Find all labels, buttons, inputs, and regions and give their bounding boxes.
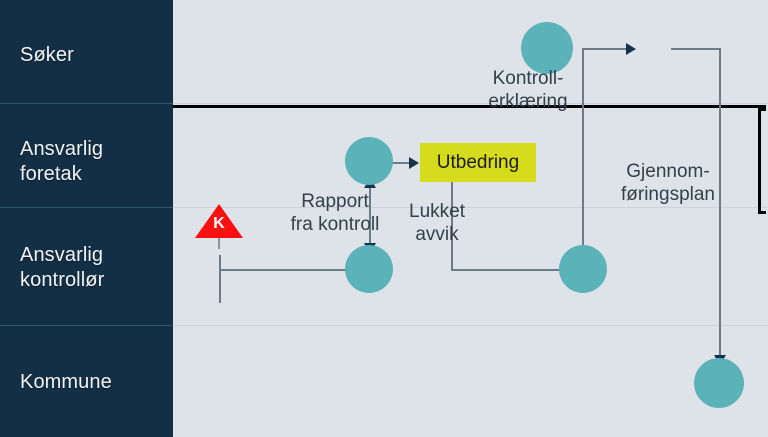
flow-label-gjennomforingsplan: Gjennom- føringsplan (621, 161, 715, 205)
lane-label-ansvarlig-kontrollor[interactable]: Ansvarlig kontrollør (20, 244, 105, 291)
event-kontroll-done[interactable] (559, 245, 607, 293)
connector-k-down (219, 255, 221, 303)
connector-kontrollerklaering-right (582, 48, 632, 50)
event-kontrollor[interactable] (345, 245, 393, 293)
warning-triangle-icon (195, 204, 243, 238)
event-soker[interactable] (521, 22, 573, 74)
lane-divider-kontrollor-kommune (173, 325, 768, 326)
connector-lukket-down (451, 182, 453, 270)
sidebar-sep-1 (0, 103, 173, 104)
k-marker-label: K (213, 215, 225, 232)
pool-right-border-bottom-cap (758, 211, 766, 214)
diagram-canvas: Utbedring K Rapport fra kontroll Lukket … (167, 0, 768, 437)
connector-lukket-right (451, 269, 569, 271)
connector-gjennomforing-right (671, 48, 721, 50)
pool-top-border (167, 105, 766, 108)
flow-label-rapport: Rapport fra kontroll (290, 191, 380, 235)
lane-label-kommune[interactable]: Kommune (20, 371, 112, 393)
pool-right-border (758, 108, 761, 214)
sidebar-sep-3 (0, 325, 173, 326)
sidebar-sep-2 (0, 207, 173, 208)
connector-rapport (369, 186, 371, 246)
connector-k-right (219, 269, 359, 271)
task-utbedring[interactable]: Utbedring (420, 143, 536, 182)
lane-label-soker[interactable]: Søker (20, 44, 74, 66)
lane-divider-soker-foretak (173, 103, 768, 104)
arrowhead-kontrollerklaering (626, 43, 636, 55)
k-marker-stem (218, 238, 220, 249)
connector-gjennomforing-down (719, 48, 721, 362)
connector-to-utbedring (391, 162, 413, 164)
arrowhead-to-utbedring (409, 157, 419, 169)
event-foretak-top[interactable] (345, 137, 393, 185)
event-kommune[interactable] (694, 358, 744, 408)
lane-label-ansvarlig-foretak[interactable]: Ansvarlig foretak (20, 138, 104, 185)
lane-divider-foretak-kontrollor (173, 207, 768, 208)
pool-right-border-top-cap (758, 108, 766, 111)
flow-label-kontrollerklaering: Kontroll- erklæring (488, 68, 568, 112)
flow-label-lukket-avvik: Lukket avvik (409, 201, 465, 245)
lane-sidebar: Søker Ansvarlig foretak Ansvarlig kontro… (0, 0, 173, 437)
connector-kontrollerklaering-up (582, 48, 584, 252)
k-marker[interactable]: K (195, 204, 243, 249)
